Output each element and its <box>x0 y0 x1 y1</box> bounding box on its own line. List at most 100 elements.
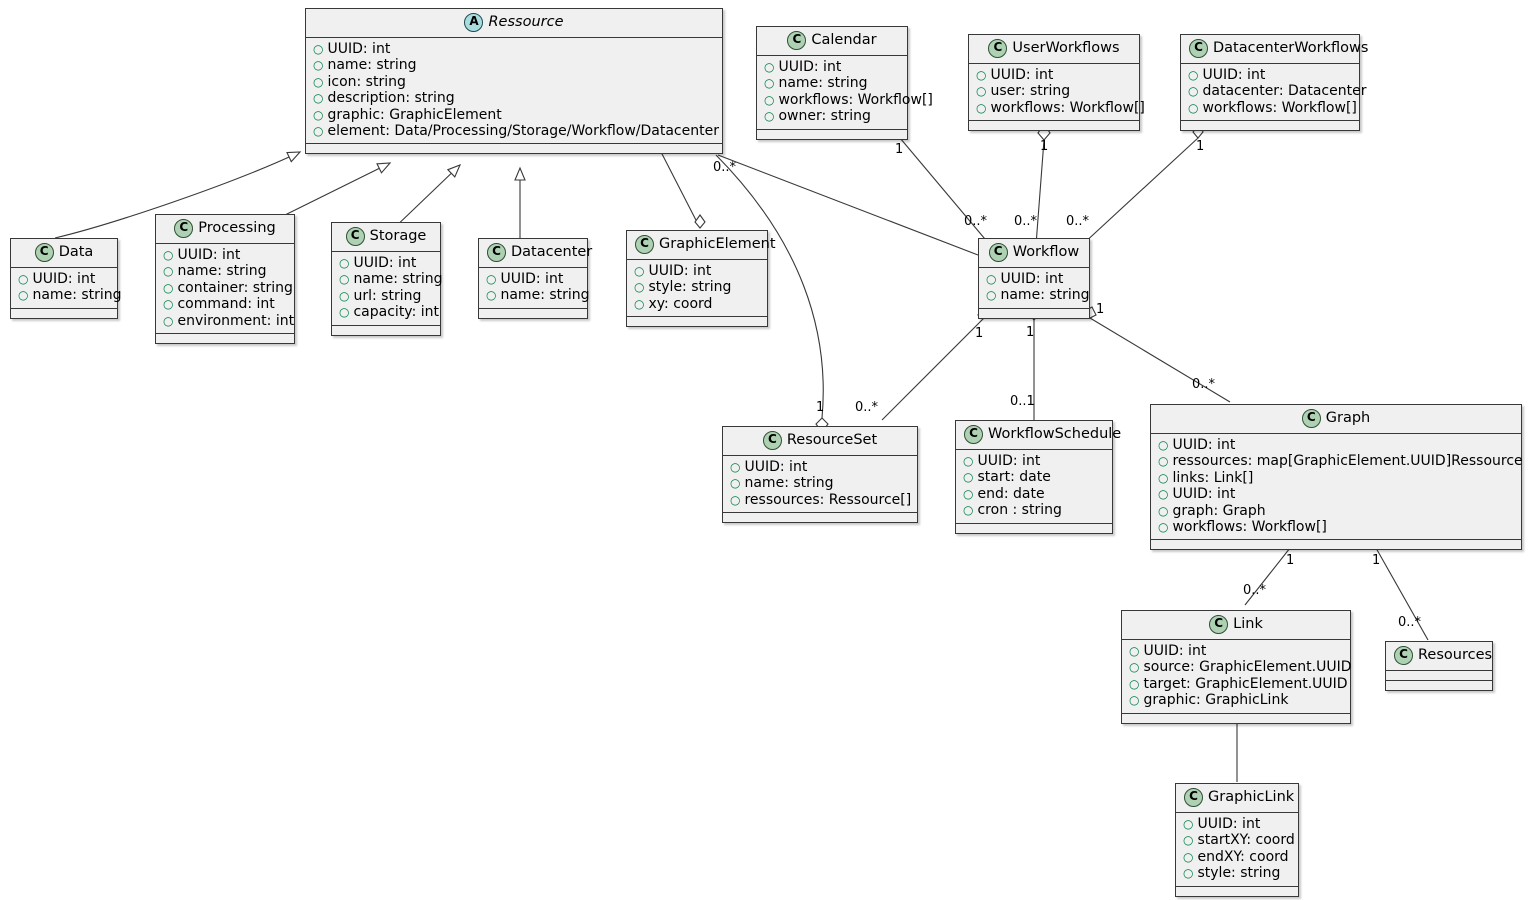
class-title: DatacenterWorkflows <box>1213 40 1369 56</box>
visibility-icon: ○ <box>634 280 645 295</box>
attribute-row: ○source: GraphicElement.UUID <box>1129 659 1352 676</box>
visibility-icon: ○ <box>963 454 974 468</box>
edge-userworkflows-workflow <box>1035 139 1045 246</box>
class-badge-icon: C <box>1189 39 1208 58</box>
visibility-icon: ○ <box>976 68 987 82</box>
attribute-row: ○links: Link[] <box>1158 469 1254 486</box>
visibility-icon: ○ <box>1158 487 1169 502</box>
visibility-icon: ○ <box>976 84 987 99</box>
class-footer <box>479 307 587 318</box>
visibility-icon: ○ <box>986 288 997 303</box>
class-title: Ressource <box>488 14 564 30</box>
attribute-row: ○UUID: int <box>1188 67 1266 83</box>
attribute-row: ○workflows: Workflow[] <box>1188 99 1357 116</box>
class-title: Calendar <box>811 32 877 48</box>
class-header-datacenterworkflows: C DatacenterWorkflows <box>1181 35 1368 64</box>
attribute-row: ○element: Data/Processing/Storage/Workfl… <box>313 123 719 140</box>
class-datacenterworkflows[interactable]: C DatacenterWorkflows ○UUID: int ○datacen… <box>1180 34 1368 132</box>
class-footer <box>757 128 907 139</box>
attribute-row: ○UUID: int <box>730 459 808 475</box>
class-badge-icon: C <box>988 39 1008 58</box>
attribute-row: ○UUID: int <box>764 59 842 75</box>
visibility-icon: ○ <box>313 124 324 139</box>
class-footer <box>723 512 917 523</box>
multiplicity-schedule: 0..1 <box>1010 394 1035 409</box>
class-badge-icon: C <box>988 243 1008 262</box>
attribute-row: ○UUID: int <box>1158 486 1236 503</box>
visibility-icon: ○ <box>764 76 775 91</box>
class-attributes-graph: ○UUID: int ○ressources: map[GraphicEleme… <box>1151 434 1523 540</box>
class-title: UserWorkflows <box>1012 40 1120 56</box>
attribute-row: ○UUID: int <box>1158 437 1236 453</box>
attribute-row: ○xy: coord <box>634 295 713 312</box>
class-badge-icon: C <box>762 431 782 450</box>
attribute-row: ○name: string <box>730 475 834 492</box>
attribute-row: ○endXY: coord <box>1183 848 1289 865</box>
visibility-icon: ○ <box>1129 693 1140 708</box>
attribute-row: ○UUID: int <box>18 271 96 287</box>
class-footer <box>969 120 1139 131</box>
visibility-icon: ○ <box>486 288 497 303</box>
class-title: Storage <box>369 228 427 244</box>
multiplicity-workflow-datacenter: 0..* <box>1066 214 1090 229</box>
multiplicity-graph-link: 1 <box>1286 553 1295 568</box>
visibility-icon: ○ <box>339 305 350 320</box>
class-footer <box>11 307 117 318</box>
attribute-row: ○UUID: int <box>1129 643 1207 659</box>
multiplicity-workflow-schedule: 1 <box>1026 325 1035 340</box>
class-footer <box>1122 712 1350 723</box>
class-footer <box>1386 680 1492 690</box>
attribute-row: ○UUID: int <box>339 255 417 271</box>
multiplicity-resources: 0..* <box>1398 615 1422 630</box>
visibility-icon: ○ <box>163 297 174 312</box>
attribute-row: ○graphic: GraphicElement <box>313 106 502 123</box>
attribute-row: ○description: string <box>313 90 455 107</box>
visibility-icon: ○ <box>1158 520 1169 535</box>
class-attributes-resourceset: ○UUID: int ○name: string ○ressources: Re… <box>723 456 917 513</box>
attribute-row: ○style: string <box>1183 865 1281 882</box>
attribute-row: ○environment: int <box>163 312 295 329</box>
visibility-icon: ○ <box>486 272 497 286</box>
visibility-icon: ○ <box>313 74 324 89</box>
class-attributes-graphiclink: ○UUID: int ○startXY: coord ○endXY: coord… <box>1176 813 1298 886</box>
attribute-row: ○style: string <box>634 279 732 296</box>
attribute-row: ○datacenter: Datacenter <box>1188 83 1367 100</box>
attribute-row: ○container: string <box>163 279 293 296</box>
visibility-icon: ○ <box>163 248 174 262</box>
class-attributes-data: ○UUID: int ○name: string <box>11 268 122 308</box>
attribute-row: ○url: string <box>339 287 422 304</box>
visibility-icon: ○ <box>313 107 324 122</box>
edge-datacenterworkflows-workflow <box>1081 137 1199 246</box>
visibility-icon: ○ <box>163 264 174 279</box>
multiplicity-userworkflows: 1 <box>1040 139 1049 154</box>
attribute-row: ○command: int <box>163 296 275 313</box>
multiplicity-ressource-graphicelement: 0..* <box>713 160 737 175</box>
attribute-row: ○user: string <box>976 83 1071 100</box>
multiplicity-calendar: 1 <box>895 142 904 157</box>
class-title: Graph <box>1325 410 1371 426</box>
class-title: Data <box>58 244 94 260</box>
class-title: GraphicLink <box>1208 789 1295 805</box>
class-badge-icon: C <box>1301 409 1321 428</box>
edge-ressource-graphicelement <box>659 149 701 229</box>
